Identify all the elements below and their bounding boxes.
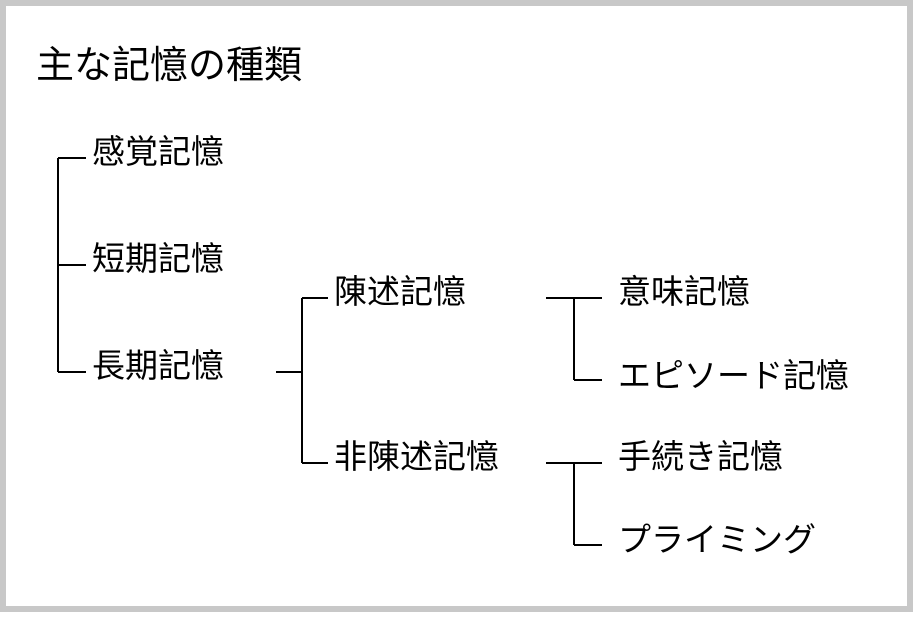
node-sensory-memory: 感覚記憶 [92, 132, 224, 171]
node-short-term-memory: 短期記憶 [92, 239, 224, 278]
node-declarative-memory: 陳述記憶 [334, 272, 466, 311]
tree-connectors [57, 157, 602, 546]
node-semantic-memory: 意味記憶 [618, 272, 750, 311]
node-episodic-memory: エピソード記憶 [618, 356, 849, 395]
page-title: 主な記憶の種類 [36, 43, 303, 87]
node-procedural-memory: 手続き記憶 [618, 437, 783, 476]
node-long-term-memory: 長期記憶 [92, 346, 224, 385]
node-non-declarative-memory: 非陳述記憶 [334, 437, 499, 476]
node-priming: プライミング [618, 520, 816, 559]
